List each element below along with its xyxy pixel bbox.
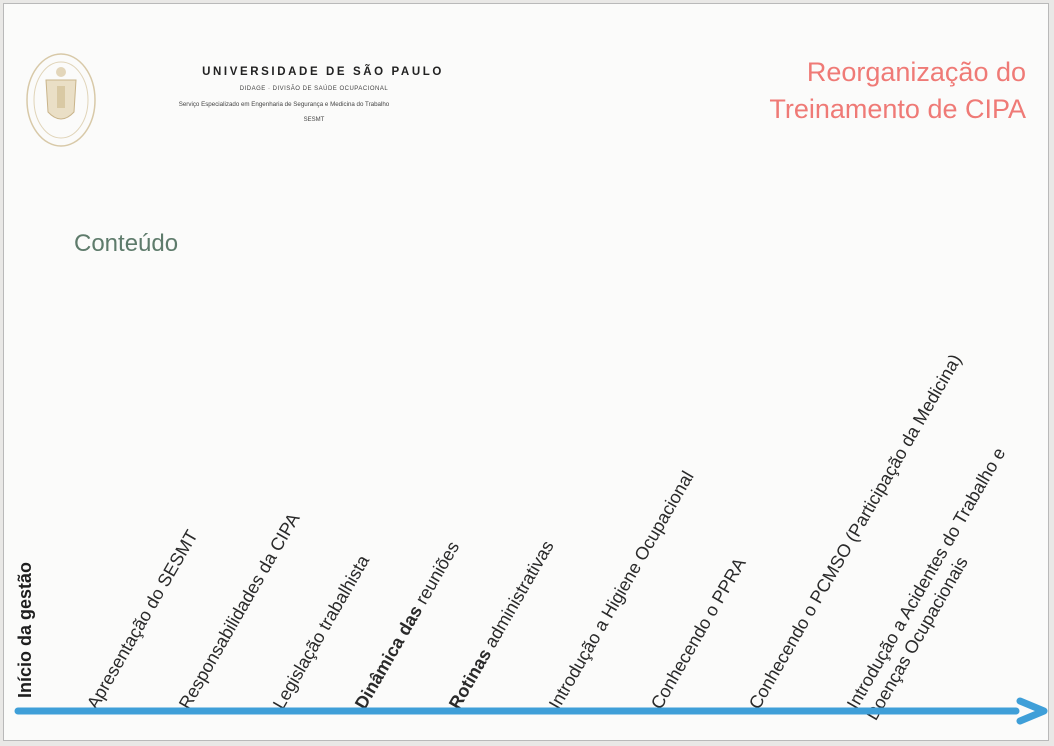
timeline-start-label: Início da gestão bbox=[15, 561, 35, 698]
title-line-2: Treinamento de CIPA bbox=[769, 94, 1026, 124]
timeline-item-pcmso: Conhecendo o PCMSO (Participação da Medi… bbox=[744, 350, 966, 713]
service-name: Serviço Especializado em Engenharia de S… bbox=[178, 101, 390, 108]
title-line-1: Reorganização do bbox=[806, 57, 1026, 87]
timeline-arrow bbox=[14, 697, 1048, 725]
university-seal-logo bbox=[26, 53, 96, 147]
university-header: UNIVERSIDADE DE SÃO PAULO DIDAGE · DIVIS… bbox=[104, 66, 524, 123]
slide: UNIVERSIDADE DE SÃO PAULO DIDAGE · DIVIS… bbox=[3, 3, 1049, 741]
timeline-item-admin-routines: Rotinas administrativas bbox=[444, 537, 558, 713]
university-name: UNIVERSIDADE DE SÃO PAULO bbox=[202, 66, 444, 78]
service-acronym: SESMT bbox=[303, 117, 325, 123]
division-name: DIDAGE · DIVISÃO DE SAÚDE OCUPACIONAL bbox=[239, 86, 389, 92]
timeline-item-ppra: Conhecendo o PPRA bbox=[646, 554, 750, 713]
section-heading: Conteúdo bbox=[74, 230, 179, 257]
slide-title: Reorganização do Treinamento de CIPA bbox=[769, 54, 1026, 128]
